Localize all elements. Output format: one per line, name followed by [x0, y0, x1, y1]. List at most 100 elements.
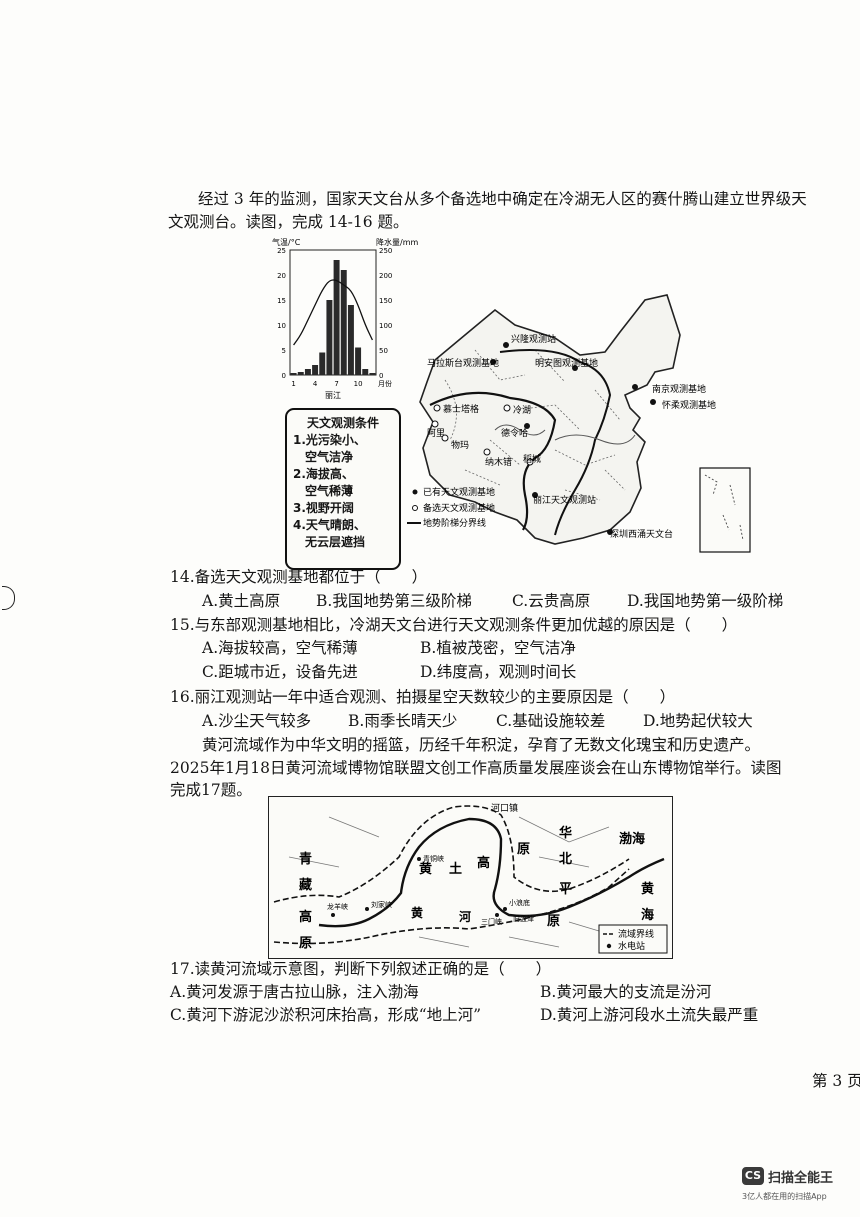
precip-bar [304, 369, 311, 375]
map-label: 海 [641, 907, 654, 923]
map-label: 高 [477, 855, 490, 871]
temp-tick-label: 15 [277, 297, 286, 305]
map-label: 黄 [411, 905, 423, 920]
precip-bar [333, 260, 340, 375]
map-label: 物玛 [451, 439, 469, 451]
q15-option-a: A.海拔较高，空气稀薄 [202, 639, 358, 657]
condition-item: 3.视野开阔 [293, 501, 354, 515]
candidate-base-marker [526, 458, 534, 466]
candidate-base-marker [431, 420, 439, 428]
precip-tick-label: 50 [379, 347, 388, 355]
scanner-logo: CS [742, 1167, 764, 1185]
q14-option-b: B.我国地势第三级阶梯 [316, 592, 472, 610]
hydropower-station [495, 913, 499, 917]
legend-label: 地势阶梯分界线 [423, 517, 486, 529]
existing-base-marker [524, 423, 530, 429]
map-label: 旧孟津 [513, 914, 534, 923]
map-legend-box [598, 924, 668, 954]
yellow-river-mainstem [318, 817, 665, 928]
legend-label: 流域界线 [618, 928, 654, 940]
temp-tick-label: 25 [277, 247, 286, 255]
precip-tick-label: 100 [379, 322, 392, 330]
hydropower-station [365, 907, 369, 911]
map-label: 纳木错 [485, 456, 512, 468]
q14-option-d: D.我国地势第一级阶梯 [627, 592, 784, 610]
precip-bar [369, 373, 376, 375]
condition-item: 空气洁净 [305, 450, 354, 464]
temp-tick-label: 10 [277, 322, 286, 330]
map-label: 兴隆观测站 [511, 333, 556, 345]
basin-boundary-north [273, 805, 630, 903]
condition-item: 4.天气晴朗、 [293, 518, 366, 532]
legend-hydropower-icon [606, 943, 612, 949]
map-label: 华 [559, 825, 572, 841]
yellow-river-map: 流域界线 水电站 河口镇 青 藏 高 原 黄 土 高 原 华 北 平 原 渤海 … [268, 796, 673, 959]
candidate-base-marker [433, 404, 441, 412]
map-label: 平 [559, 882, 572, 897]
precip-tick-label: 200 [379, 272, 392, 280]
china-map: 兴隆观测站 马拉斯台观测基地 明安图观测基地 南京观测基地 怀柔观测基地 慕士塔… [405, 290, 755, 555]
map-label: 稻城 [523, 454, 541, 465]
precip-bar [312, 365, 319, 375]
map-label: 刘家峡 [371, 900, 392, 909]
existing-base-marker [490, 359, 496, 365]
q15-option-d: D.纬度高，观测时间长 [420, 663, 577, 681]
month-tick-label: 4 [313, 380, 318, 388]
map-label: 原 [547, 914, 560, 929]
terrain-step-boundary-2 [499, 348, 612, 536]
precip-bar [340, 270, 347, 375]
condition-item: 2.海拔高、 [293, 467, 354, 481]
map-label: 冷湖 [513, 404, 531, 416]
map-label: 河 [458, 909, 471, 924]
map-label: 北 [559, 852, 572, 867]
candidate-base-marker [441, 434, 449, 442]
legend-label: 已有天文观测基地 [423, 486, 495, 498]
province-borders [288, 816, 620, 948]
map-label: 德令哈 [501, 427, 528, 439]
south-china-sea-inset [699, 467, 751, 553]
conditions-box: 天文观测条件 1.光污染小、 空气洁净 2.海拔高、 空气稀薄 3.视野开阔 4… [285, 408, 401, 570]
river [494, 424, 546, 436]
precip-tick-label: 250 [379, 247, 392, 255]
temp-curve [293, 279, 374, 346]
precip-bar [355, 347, 362, 375]
map-label: 黄 [641, 881, 654, 897]
chart-caption: 丽江 [325, 391, 341, 400]
precip-bar [297, 372, 304, 375]
map-label: 龙羊峡 [327, 902, 348, 911]
question-17-stem: 17.读黄河流域示意图，判断下列叙述正确的是（ ） [170, 960, 552, 978]
passage1-line1: 经过 3 年的监测，国家天文台从多个备选地中确定在冷湖无人区的赛什腾山建立世界级… [198, 190, 807, 208]
q17-option-c: C.黄河下游泥沙淤积河床抬高，形成“地上河” [170, 1006, 482, 1024]
temp-axis-label: 气温/°C [272, 237, 301, 247]
scanner-tagline: 3亿人都在用的扫描App [742, 1192, 827, 1201]
map-label: 青 [299, 851, 312, 867]
precip-axis-label: 降水量/mm [376, 237, 418, 247]
map-label: 阿里 [427, 428, 445, 439]
terrain-step-boundary [429, 391, 557, 531]
plot-frame [289, 249, 377, 376]
precip-bar [290, 373, 297, 375]
q15-option-c: C.距城市近，设备先进 [202, 663, 358, 681]
province-borders [444, 349, 626, 501]
q15-option-b: B.植被茂密，空气洁净 [420, 639, 576, 657]
passage1-line2: 文观测台。读图，完成 14-16 题。 [168, 213, 409, 231]
month-tick-label: 7 [334, 380, 338, 388]
precip-bar [319, 352, 326, 375]
map-label: 三门峡 [481, 917, 502, 926]
precip-bar [347, 305, 354, 375]
q17-option-a: A.黄河发源于唐古拉山脉，注入渤海 [170, 983, 419, 1001]
river [554, 434, 636, 445]
legend-candidate-icon [412, 505, 418, 511]
map-label: 土 [449, 861, 462, 877]
hydropower-station [503, 907, 507, 911]
existing-base-marker [572, 365, 578, 371]
month-tick-label: 1 [291, 380, 295, 388]
binding-hole-mark [2, 586, 15, 610]
temp-tick-label: 5 [282, 347, 286, 355]
temp-tick-label: 20 [277, 272, 286, 280]
